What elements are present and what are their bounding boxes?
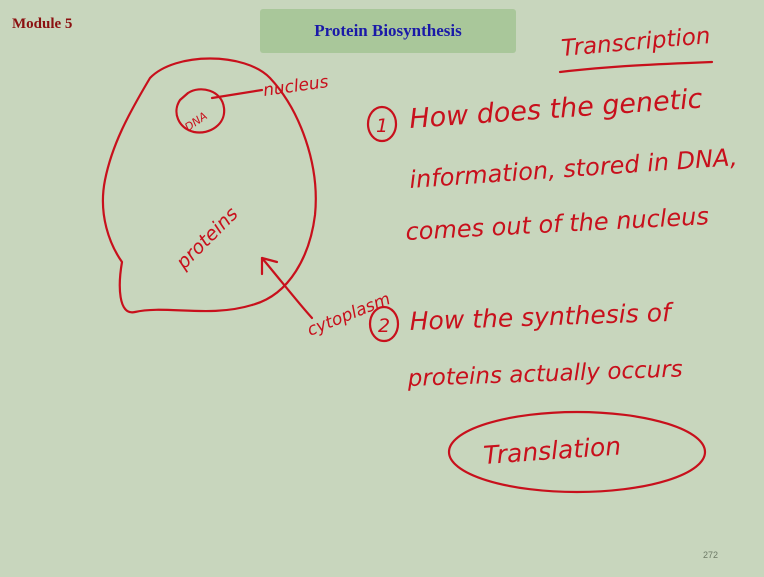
q2-number: 2 — [378, 315, 390, 337]
proteins-label: proteins — [171, 203, 242, 274]
translation-answer: Translation — [482, 431, 622, 470]
q1-line1: How does the genetic — [408, 84, 703, 135]
cytoplasm-arrow — [262, 258, 312, 318]
q1-line3: comes out of the nucleus — [405, 202, 710, 246]
q2-line2: proteins actually occurs — [406, 356, 683, 392]
nucleus-label: nucleus — [262, 72, 330, 101]
q1-line2: information, stored in DNA, — [408, 143, 738, 194]
q1-number: 1 — [376, 115, 388, 137]
dna-label: DNA — [182, 109, 209, 134]
transcription-heading: Transcription — [560, 23, 711, 62]
q2-line1: How the synthesis of — [409, 298, 674, 336]
page-number: 272 — [703, 550, 718, 560]
transcription-underline — [560, 62, 712, 72]
nucleus-pointer — [212, 90, 262, 98]
